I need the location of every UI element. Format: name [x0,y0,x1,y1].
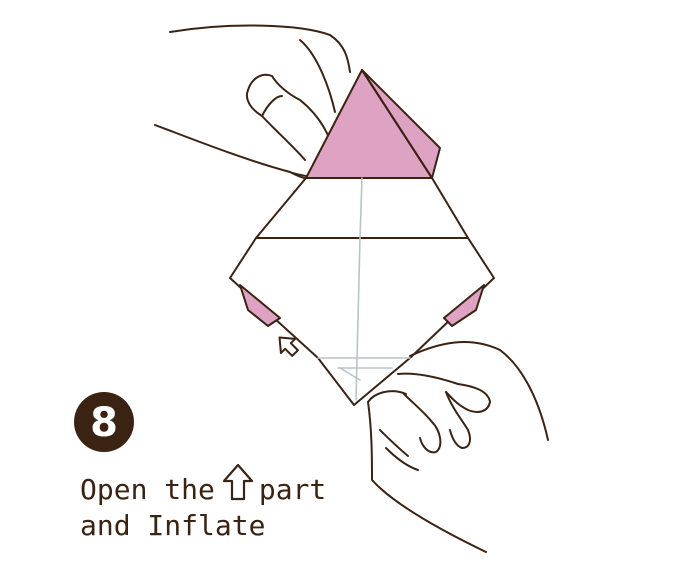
caption-line-1: Open the part [80,463,327,510]
origami-body [229,177,495,406]
caption-text-part: part [258,473,327,506]
up-arrow-outline-icon [221,462,255,502]
pink-top-flap [305,69,441,179]
caption-text-open-the: Open the [80,473,215,506]
crease-lines [317,177,411,401]
caption-line-2: and Inflate [80,509,266,542]
step-number: 8 [90,399,118,446]
lower-hand [367,341,549,553]
up-arrow-outline-icon [278,336,299,357]
pink-side-flaps [239,284,485,327]
step-number-badge: 8 [74,392,134,452]
